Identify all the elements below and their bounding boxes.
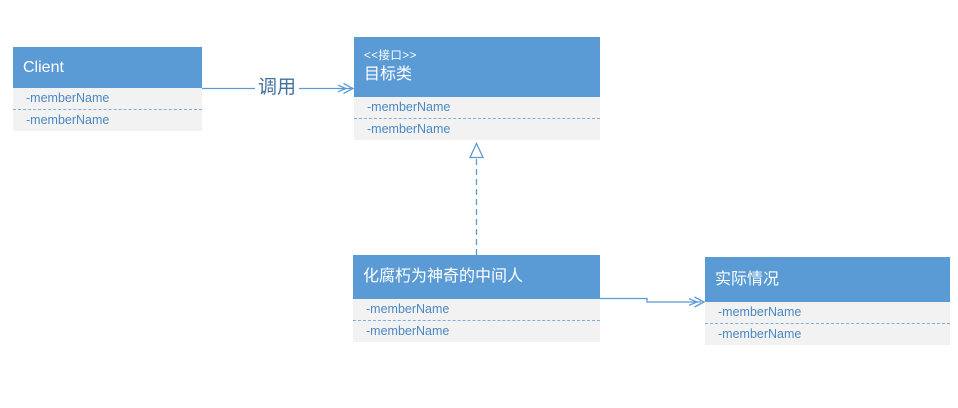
member-row[interactable]: -memberName xyxy=(354,118,600,140)
member-row[interactable]: -memberName xyxy=(718,305,802,319)
class-header[interactable]: 实际情况 xyxy=(705,257,950,302)
member-row[interactable]: -memberName xyxy=(367,100,451,114)
member-row[interactable]: -memberName xyxy=(13,109,202,131)
member-row[interactable]: -memberName xyxy=(366,302,450,316)
connector-realization-arrow[interactable] xyxy=(468,141,485,256)
class-header[interactable]: <<接口>> 目标类 xyxy=(354,37,600,97)
class-name: 目标类 xyxy=(364,66,413,83)
class-body: -memberName -memberName xyxy=(353,299,600,342)
class-body: -memberName -memberName xyxy=(705,302,950,345)
class-body: -memberName -memberName xyxy=(354,97,600,140)
class-box-target-interface[interactable]: <<接口>> 目标类 -memberName -memberName xyxy=(354,37,600,140)
class-name: 化腐朽为神奇的中间人 xyxy=(363,268,524,285)
member-row[interactable]: -memberName xyxy=(26,91,110,105)
connector-call-label: 调用 xyxy=(254,77,300,99)
class-box-client[interactable]: Client -memberName -memberName xyxy=(13,47,202,131)
member-row[interactable]: -memberName xyxy=(705,323,950,345)
class-header[interactable]: 化腐朽为神奇的中间人 xyxy=(353,255,600,299)
class-header[interactable]: Client xyxy=(13,47,202,88)
class-name: Client xyxy=(23,58,64,76)
class-name: 实际情况 xyxy=(715,270,780,288)
class-box-adaptee[interactable]: 实际情况 -memberName -memberName xyxy=(705,257,950,345)
connector-uses-arrow[interactable] xyxy=(600,296,706,308)
class-box-adapter[interactable]: 化腐朽为神奇的中间人 -memberName -memberName xyxy=(353,255,600,342)
member-row[interactable]: -memberName xyxy=(353,320,600,342)
class-stereotype: <<接口>> xyxy=(364,50,417,62)
class-body: -memberName -memberName xyxy=(13,88,202,131)
